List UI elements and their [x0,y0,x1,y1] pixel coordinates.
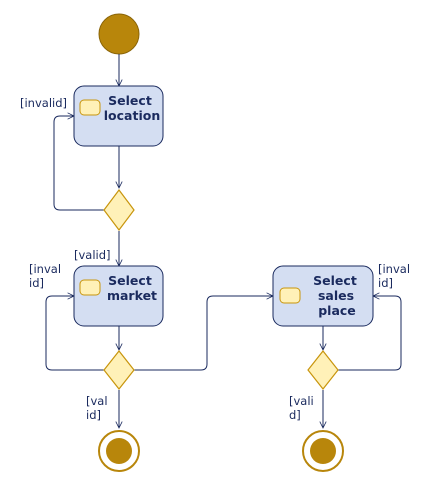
decision-node-location [103,189,135,231]
action-icon [79,99,101,116]
activity-label-line3: place [318,303,356,318]
activity-label-line2: sales [318,288,354,303]
activity-select-location: Select location [73,85,164,147]
guard-market-invalid-line1: [inval [29,262,61,276]
final-node-market [98,430,140,472]
activity-label-line1: Select [108,93,152,108]
initial-node [98,13,140,55]
activity-select-market: Select market [73,265,164,327]
final-node-sales [302,430,344,472]
edge-decision3-invalid-loop [338,296,402,371]
decision-node-market [103,350,135,390]
action-icon [79,279,101,296]
activity-label-line2: location [104,108,160,123]
edge-decision2-invalid-loop [45,296,104,371]
guard-sales-invalid-line2: id] [378,276,393,290]
guard-location-invalid: [invalid] [20,96,67,110]
activity-label-line1: Select [313,273,357,288]
guard-sales-valid-line2: d] [289,408,301,422]
edge-decision2-to-sales [134,296,273,371]
guard-market-valid-line1: [val [86,394,108,408]
activity-select-sales-place: Select sales place [272,265,374,327]
guard-location-valid: [valid] [74,248,111,262]
action-icon [279,287,301,304]
guard-market-valid-line2: id] [86,408,101,422]
activity-label-line2: market [107,288,157,303]
decision-node-sales [307,350,339,390]
activity-label-line1: Select [108,273,152,288]
guard-sales-invalid-line1: [inval [378,262,410,276]
edge-decision1-invalid-loop [53,116,104,211]
guard-market-invalid-line2: id] [29,276,44,290]
guard-sales-valid-line1: [vali [289,394,314,408]
